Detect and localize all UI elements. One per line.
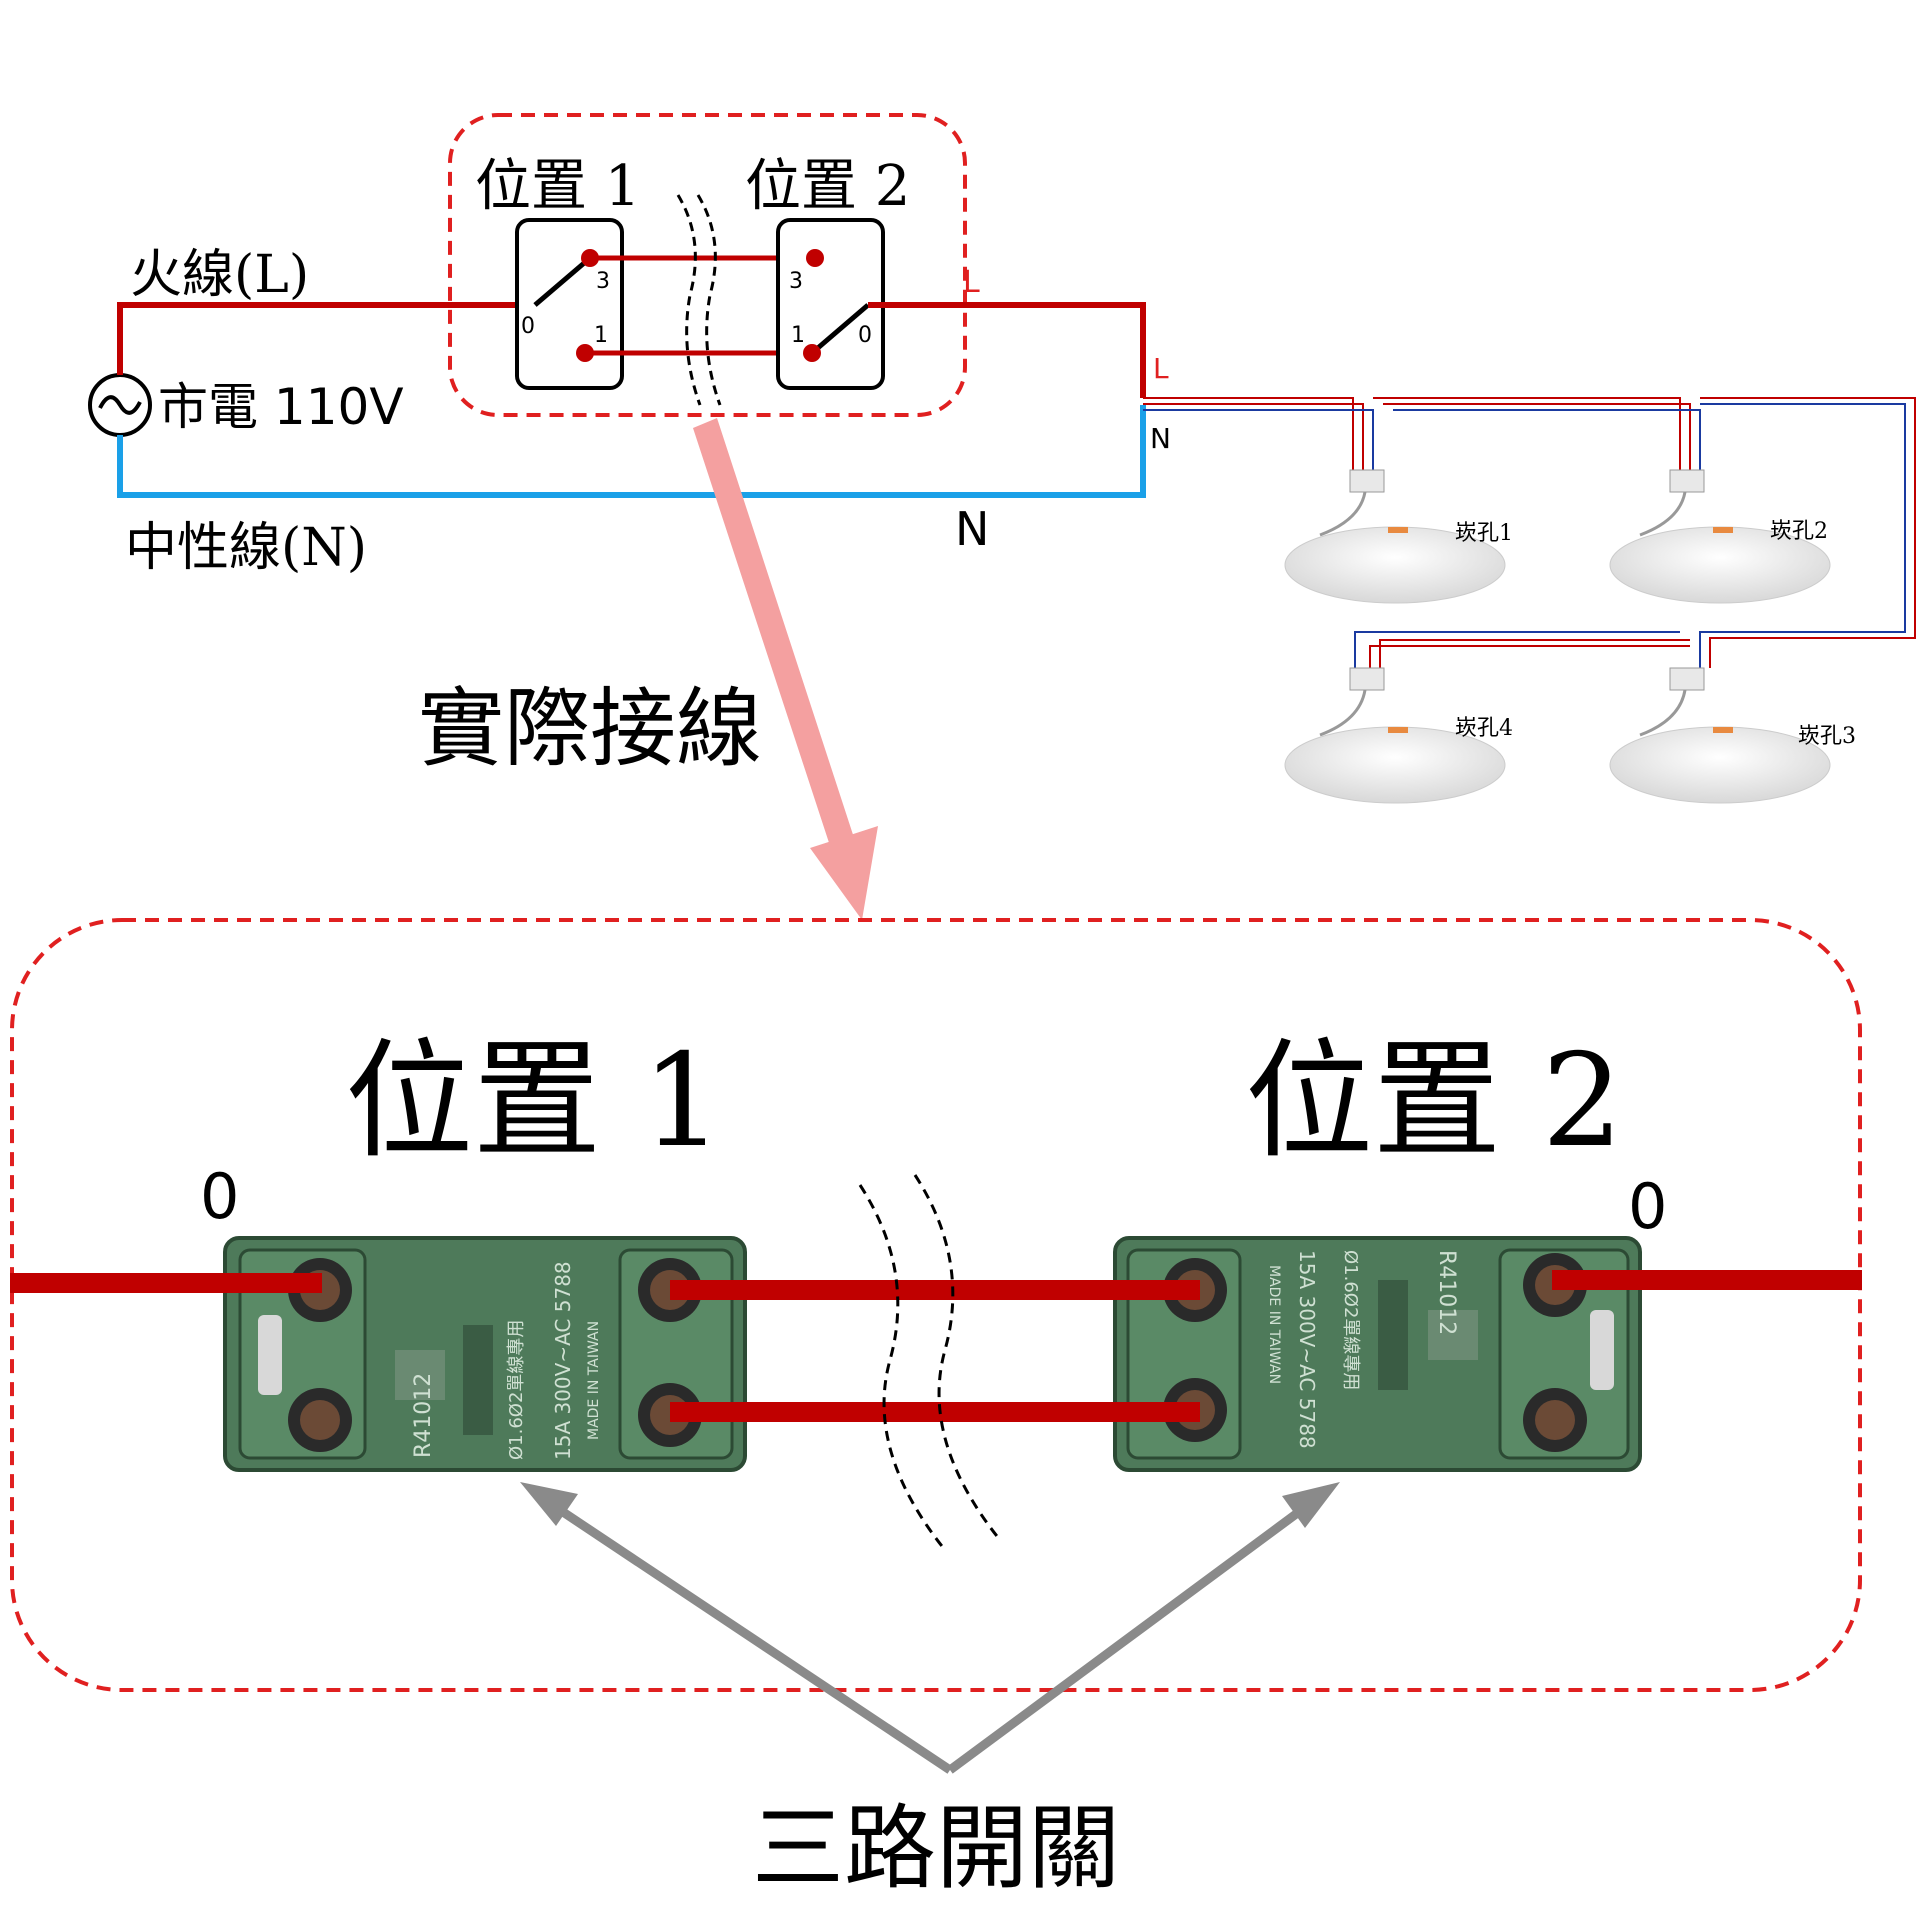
switched-live-wire [868, 302, 1146, 398]
sw2-terminal-0: 0 [858, 323, 872, 348]
three-way-label: 三路開關 [752, 1795, 1120, 1902]
schematic-switch-2 [776, 218, 885, 390]
sw1-terminal-3: 3 [596, 269, 610, 294]
lamp-3 [1609, 667, 1831, 804]
switch2-wire-spec: Ø1.6Ø2單線專用 [1340, 1250, 1361, 1390]
switch2-model: R41012 [1434, 1250, 1459, 1335]
l-label-top: L [963, 265, 980, 300]
lamp-1 [1284, 469, 1506, 604]
detail-break-mark [913, 1174, 1002, 1541]
schematic-position2-label: 位置 2 [745, 154, 910, 219]
switch1-rating: 15A 300V~AC 5788 [551, 1261, 575, 1460]
lamp-2 [1609, 469, 1831, 604]
three-way-switch-2 [1113, 1236, 1642, 1472]
actual-wiring-label: 實際接線 [418, 679, 762, 779]
neutral-wire [117, 405, 1146, 498]
lamp-4-label: 崁孔4 [1455, 716, 1513, 741]
lamp-2-label: 崁孔2 [1770, 519, 1828, 544]
source-label: 市電 110V [158, 378, 404, 436]
live-wire [117, 302, 535, 375]
detail-box [10, 918, 1862, 1692]
gray-arrow-right-icon [947, 1482, 1340, 1774]
right-terminal-label: 0 [1628, 1170, 1667, 1243]
left-terminal-label: 0 [200, 1160, 239, 1233]
l-label-right: L [1153, 352, 1169, 385]
switch-group-box [448, 113, 967, 417]
switch2-made-in: MADE IN TAIWAN [1266, 1265, 1282, 1384]
switch1-model: R41012 [411, 1373, 436, 1458]
three-way-switch-1 [223, 1236, 747, 1472]
n-label-bottom: N [955, 502, 989, 556]
detail-position2-label: 位置 2 [1245, 1027, 1623, 1176]
pink-arrow-icon [693, 418, 878, 920]
switch2-rating: 15A 300V~AC 5788 [1295, 1250, 1319, 1449]
lamp-wiring [1143, 397, 1916, 668]
schematic-switch-1 [515, 218, 624, 390]
detail-position1-label: 位置 1 [345, 1027, 723, 1176]
lamp-3-label: 崁孔3 [1798, 724, 1856, 749]
switch1-made-in: MADE IN TAIWAN [586, 1321, 602, 1440]
lamp-1-label: 崁孔1 [1455, 521, 1513, 546]
ac-source-icon [88, 373, 152, 437]
neutral-label: 中性線(N) [125, 518, 367, 578]
lamp-4 [1284, 667, 1506, 804]
break-mark [676, 194, 702, 406]
n-label-right: N [1150, 422, 1171, 455]
switch1-wire-spec: Ø1.6Ø2單線專用 [506, 1320, 527, 1460]
sw2-terminal-1: 1 [791, 323, 805, 348]
detail-break-mark [858, 1184, 947, 1551]
schematic-position1-label: 位置 1 [475, 154, 640, 219]
gray-arrow-left-icon [520, 1482, 953, 1774]
sw1-terminal-0: 0 [521, 314, 535, 339]
sw1-terminal-1: 1 [594, 323, 608, 348]
sw2-terminal-3: 3 [789, 269, 803, 294]
break-mark [696, 194, 722, 406]
live-label: 火線(L) [130, 245, 309, 305]
